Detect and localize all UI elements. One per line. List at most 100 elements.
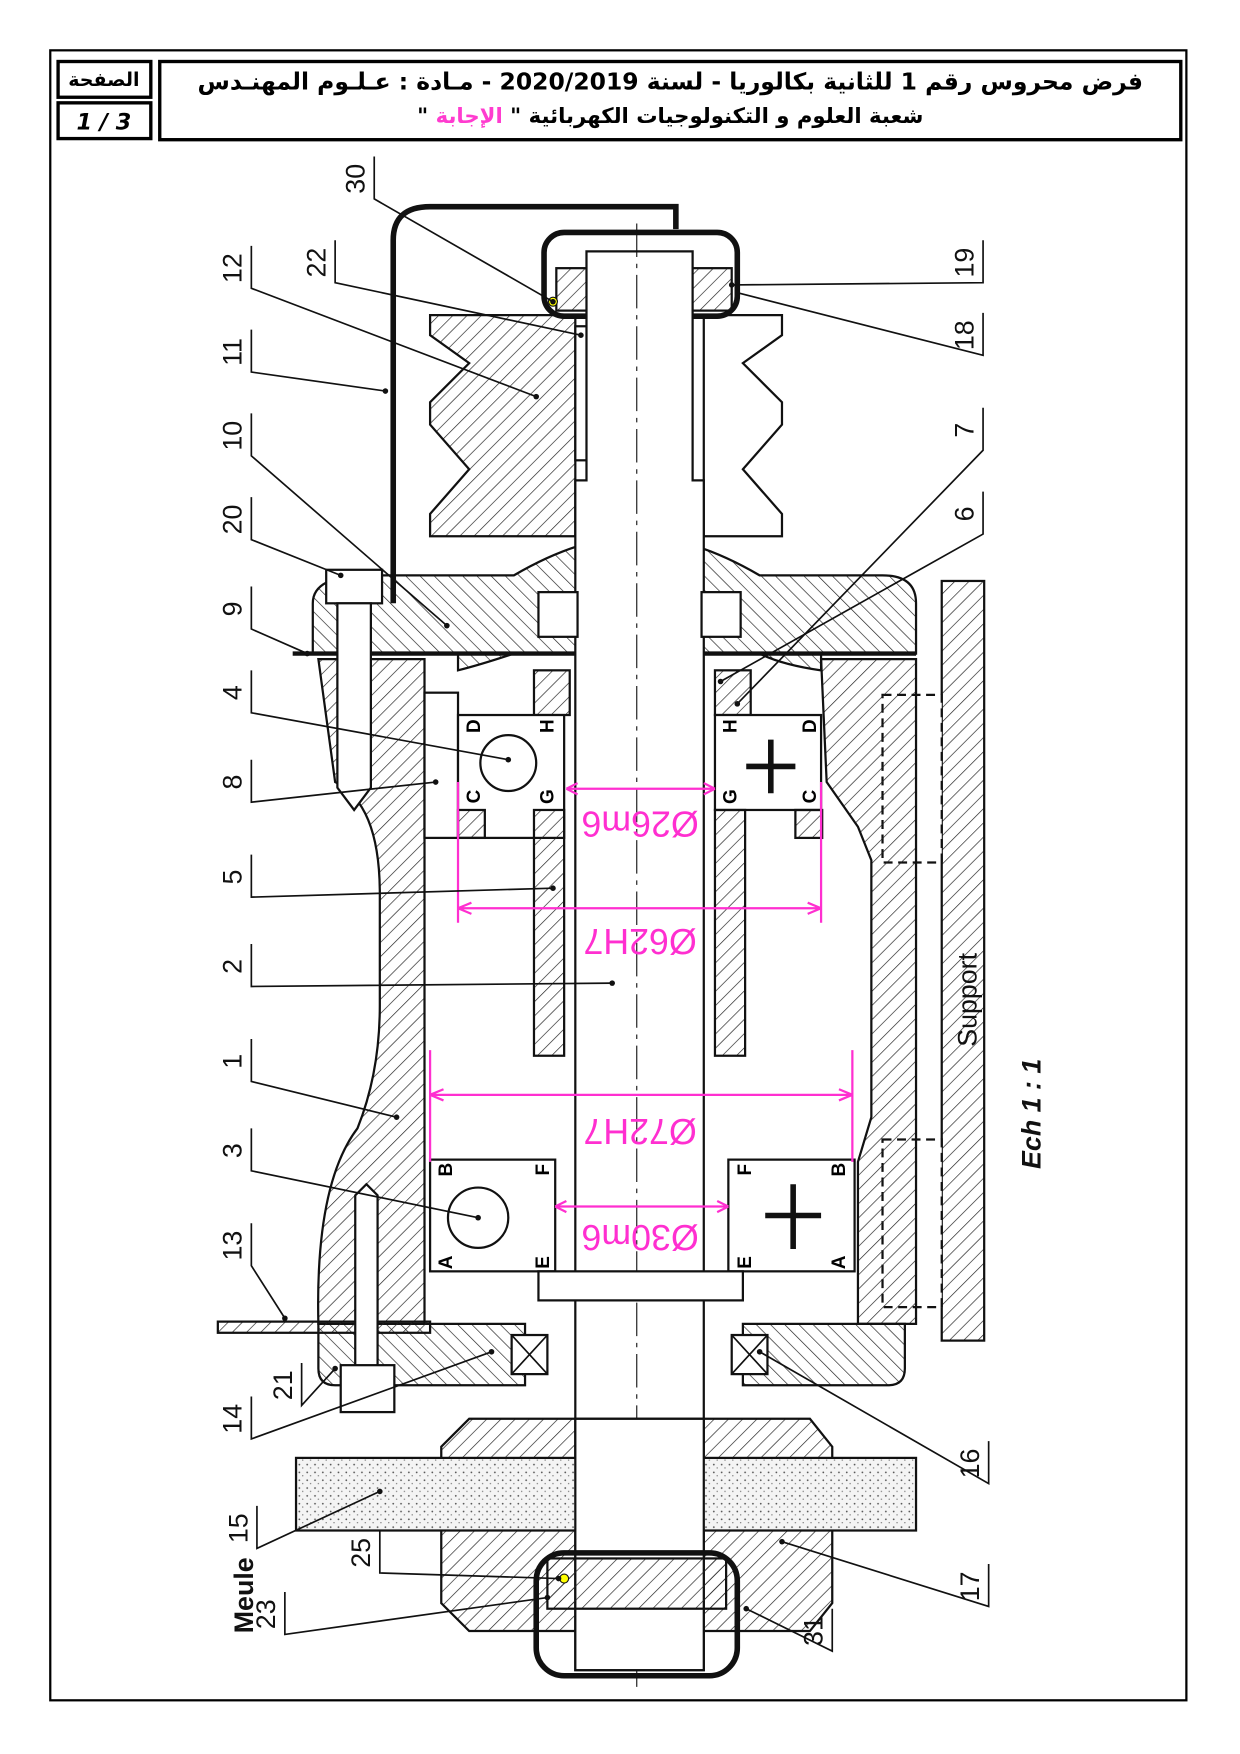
spacer-5-left (532, 808, 566, 1057)
part-number: 11 (218, 338, 248, 366)
leader-line (250, 759, 436, 804)
leader-line (731, 240, 984, 286)
spacer-5-right (713, 808, 747, 1057)
leader-dot (533, 393, 540, 400)
part-label-25: 25 (346, 1530, 562, 1582)
leader-dot (444, 622, 450, 629)
leader-line (250, 413, 448, 627)
part-number: 31 (799, 1616, 829, 1646)
part-number: 12 (218, 253, 248, 283)
answer-quote-open: " (510, 104, 521, 129)
bolt-20-shank (336, 602, 372, 812)
part-label-21: 21 (268, 1362, 338, 1408)
spacer-8-right (794, 808, 824, 840)
nut-7-right (713, 669, 752, 717)
part-number: 21 (268, 1370, 298, 1400)
shaft-end (574, 1417, 705, 1672)
part-number: 8 (218, 775, 248, 790)
part-number: 10 (218, 421, 248, 451)
leader-line (373, 156, 554, 303)
part-label-3: 3 (218, 1128, 481, 1221)
page-number-box (56, 101, 153, 141)
dim-72-label: Ø72H7 (583, 1111, 696, 1151)
title-line-2-text: شعبة العلوم و التكنولوجيات الكهربائية (529, 104, 924, 129)
leader-dot (779, 1538, 785, 1545)
leader-line (745, 1607, 834, 1653)
bearing-surface-letter: C (464, 789, 485, 803)
leader-line (250, 1350, 492, 1441)
title-line-1: فرض محروس رقم 1 للثانية بكالوريا - لسنة … (198, 67, 1144, 95)
leader-line (781, 1540, 990, 1608)
leader-dot (756, 1348, 763, 1355)
leader-dot (609, 980, 615, 986)
housing-body-right (819, 658, 918, 1325)
housing-body-left (317, 658, 426, 1325)
bearing-6-right (700, 591, 742, 638)
nut-7-left (532, 669, 571, 717)
part-number: 14 (218, 1404, 248, 1434)
dim-62-label: Ø62H7 (583, 921, 696, 961)
leader-line (720, 491, 984, 683)
dim-72-line (428, 1050, 854, 1162)
leader-line (256, 1490, 381, 1550)
assembly-drawing (216, 203, 986, 1687)
bearing-surface-letter: D (464, 719, 485, 733)
bearing-cross-icon (746, 739, 796, 794)
ball-bearing-4-ball (479, 734, 538, 793)
part-label-30: 30 (341, 156, 556, 305)
ring (537, 1270, 744, 1302)
leader-dot (282, 1315, 288, 1322)
leader-line (250, 586, 308, 655)
bearing-surface-letter: A (829, 1255, 850, 1269)
dim-30-line (554, 1199, 729, 1214)
support (940, 579, 986, 1342)
part-label-2: 2 (218, 944, 615, 988)
leader-line (300, 1362, 336, 1408)
title-line-2: شعبة العلوم و التكنولوجيات الكهربائية " … (417, 104, 923, 129)
pulley-12-left (428, 313, 577, 538)
part-number: 2 (218, 959, 248, 974)
bearing-cross-icon (765, 1184, 822, 1249)
seal-16-left-x (511, 1334, 549, 1375)
part-number: 15 (223, 1513, 253, 1543)
leader-dot (544, 1594, 551, 1601)
dimensions: Ø26m6 Ø62H7 Ø72H7 Ø30m6 (428, 782, 854, 1257)
leader-dot (550, 298, 556, 305)
leader-line (250, 497, 342, 577)
dim-62-line (456, 782, 823, 923)
part-label-13: 13 (218, 1223, 288, 1322)
leader-line (736, 407, 984, 705)
bearing-surface-letter: G (721, 789, 742, 804)
leader-dot (717, 678, 724, 685)
bearing-surface-letter: C (800, 789, 821, 803)
leader-line (250, 245, 537, 398)
part-label-11: 11 (218, 329, 389, 394)
bearing-surface-letter: H (538, 719, 559, 733)
part-number: 1 (218, 1054, 248, 1069)
dim-26-line (565, 782, 716, 796)
part-label-8: 8 (218, 759, 439, 804)
part-label-23: 23 (251, 1591, 551, 1636)
leader-dot (382, 388, 389, 394)
part-label-20: 20 (218, 497, 344, 579)
guard-11 (390, 203, 679, 604)
bearing-surface-letter: F (533, 1164, 554, 1176)
bearing-surface-letter: F (735, 1164, 756, 1176)
page-label-box (56, 59, 153, 99)
part-number: 20 (218, 505, 248, 535)
plate-13 (216, 1320, 432, 1334)
page-frame (49, 49, 1188, 1702)
bolt-20-head (325, 568, 384, 605)
part-label-18: 18 (734, 289, 984, 357)
part-number: 6 (949, 506, 979, 521)
leader-line (759, 1351, 990, 1486)
leader-dot (728, 282, 735, 288)
leader-dot (578, 332, 584, 338)
part-number: 3 (218, 1143, 248, 1158)
part-label-15: 15 (223, 1488, 383, 1550)
part-label-6: 6 (717, 491, 984, 685)
bearing-surface-letter: D (800, 719, 821, 733)
part-label-9: 9 (218, 586, 310, 657)
